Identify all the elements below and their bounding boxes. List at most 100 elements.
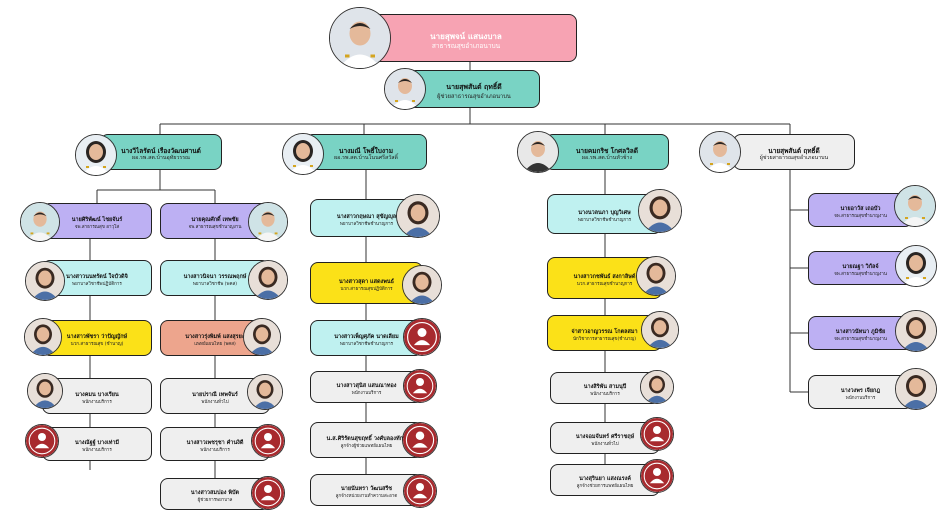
org-node-role: พยาบาลวิชาชีพชำนาญการ (339, 221, 394, 227)
person-photo (402, 265, 442, 305)
org-node-name: นางนวลนภา บุญวิเศษ (578, 209, 631, 216)
org-node-role: ผู้ช่วยสาธารณสุขอำเภอนาบน (759, 154, 829, 161)
org-node-deputy: นายสุพสันต์ ฤทธิ์ดีผู้ช่วยสาธารณสุขอำเภอ… (408, 70, 540, 108)
person-photo (638, 189, 682, 233)
org-node-role: สาธารณสุขอำเภอนาบน (431, 42, 501, 51)
org-node-name: นางวิไลรัตน์ เรืองวัฒนศานต์ (121, 146, 201, 155)
org-node-role: พยาบาลวิชาชีพ (พคส) (192, 281, 238, 287)
org-node-name: นางสาวนิจนา วรรณพฤกษ์ (183, 273, 247, 280)
org-node-role: พนักงานบริการ (200, 447, 230, 453)
person-photo (329, 7, 391, 69)
person-photo (282, 133, 324, 175)
org-node-name: นางสาวเพชรุชา คำนงิดี (186, 439, 244, 446)
org-node-role: พนักงานทั่วไป (591, 441, 619, 447)
person-placeholder-icon (251, 476, 285, 510)
org-node-name: นายนันทรา วัฒนสรีช (340, 485, 393, 492)
org-node-d1: นางนวลนภา บุญวิเศษพยาบาลวิชาชีพชำนาญการ (547, 194, 662, 234)
org-node-h3: นายคมกริช โกศลวิลดีผอ.รพ.สต.บ้านหัวช้าง (545, 134, 669, 170)
person-placeholder-icon (403, 318, 441, 356)
org-node-name: นางสาวรุ่งพิมพ์ แสงสุรยะ (185, 333, 245, 340)
org-node-name: นางมณี โพธิ์ใบงาม (339, 146, 393, 155)
person-placeholder-icon (25, 424, 59, 458)
person-photo (384, 68, 426, 110)
org-node-name: น.ส.ศิริรัตนสุขฤทธิ์ วงศ์บลองทักษ์ (326, 435, 407, 442)
org-node-role: นักวิชาการสาธารณสุข(ชำนาญ) (572, 336, 637, 342)
org-node-role: พนักงานบริการ (845, 395, 876, 401)
org-node-b5: นางสาวเพชรุชา คำนงิดีพนักงานบริการ (160, 427, 270, 461)
person-photo (75, 134, 117, 176)
org-node-name: จ่าสาวอาญวรรณ โกตลสมา (571, 328, 638, 335)
person-photo (27, 373, 63, 409)
person-placeholder-icon (640, 459, 674, 493)
org-node-b6: นางสาวสมปอง พิบัตผู้ช่วยการพยาบาล (160, 478, 270, 510)
person-placeholder-icon (403, 369, 437, 403)
org-node-role: ผอ.รพ.สต.บ้านโนนศรีสวัสดิ์ (334, 154, 398, 161)
org-node-name: นายคุณศักดิ์ เทพชัย (191, 216, 239, 223)
org-node-name: นางสาวสมปอง พิบัต (190, 489, 240, 496)
person-photo (895, 368, 937, 410)
person-photo (895, 310, 937, 352)
org-node-name: นางสาวสุดา แสดงพนธ์ (339, 278, 394, 285)
org-node-role: นวก.สาธารณสุขชำนาญการ (576, 281, 633, 287)
person-placeholder-icon (402, 422, 438, 458)
org-node-director: นายสุพจน์ แสนงบาลสาธารณสุขอำเภอนาบน (355, 14, 577, 62)
person-placeholder-icon (251, 424, 285, 458)
org-node-name: นางสาวเพ็ญศุภัค นาดเลียม (334, 333, 399, 340)
org-node-name: นางสาวสุนิส แสนณาทอง (336, 382, 397, 389)
person-photo (636, 256, 676, 296)
org-node-name: นางณัฐฐ์ บางเท่ามี (74, 439, 120, 446)
org-node-name: นายคมกริช โกศลวิลดี (575, 146, 639, 155)
org-node-name: นางสาวนัทนา ภูมิชัย (835, 328, 886, 335)
org-node-role: จพ.สาธารณสุขชำนาญงาน (834, 271, 887, 277)
org-node-role: พนักงานทั่วไป (201, 399, 229, 405)
org-node-name: นางสุรินยา แสงณรงค์ (579, 475, 631, 482)
org-node-h1: นางวิไลรัตน์ เรืองวัฒนศานต์ผอ.รพ.สต.บ้าน… (100, 134, 222, 170)
org-node-role: พนักงานบริการ (82, 399, 112, 405)
org-node-role: ผู้ช่วยสาธารณสุขอำเภอนาบน (437, 94, 511, 101)
org-node-name: นางสาวนนทรัตน์ ใจบัวดิจิ (66, 273, 128, 280)
org-node-name: นายสุพจน์ แสนงบาล (430, 31, 502, 41)
org-node-c2: นางสาวสุดา แสดงพนธ์นวก.สาธารณสุขปฏิบัติก… (310, 262, 423, 304)
org-node-name: นายสุพสันต์ ฤทธิ์ดี (446, 82, 502, 91)
person-photo (517, 131, 559, 173)
org-node-role: พยาบาลวิชาชีพชำนาญการ (577, 217, 632, 223)
org-node-name: นางสาวกฤษณา สุขัญญุล (336, 213, 397, 220)
org-node-role: จพ.สาธารณสุขชำนาญงาน (834, 213, 887, 219)
org-node-name: นางสาวพัชรา ว่าปัญญักษ์ (66, 333, 128, 340)
org-node-name: นางจอมจันทร์ ศรีราชฤษ์ (575, 433, 635, 440)
org-node-role: ลูกจ้างหน่วยงานทำความสะอาด (335, 493, 398, 499)
org-node-role: พยาบาลวิชาชีพปฏิบัติการ (72, 281, 122, 287)
person-photo (396, 194, 440, 238)
person-photo (895, 245, 937, 287)
org-node-name: นางคมน บางเรียน (75, 391, 119, 398)
org-node-name: นายอาวัส เถอบัว (840, 205, 881, 212)
org-node-d4: นางสิริพัน สามนุปีพนักงานบริการ (550, 372, 660, 404)
org-node-role: จพ.สาธารณสุขชำนาญงาน (834, 336, 887, 342)
org-node-role: พนักงานบริการ (351, 390, 382, 396)
person-placeholder-icon (403, 474, 437, 508)
person-photo (894, 185, 936, 227)
person-photo (248, 202, 288, 242)
person-photo (243, 318, 281, 356)
org-node-name: นางวงพร เจียกฎ (840, 387, 881, 394)
org-node-name: นายณฐา วิกัลจ์ (842, 263, 879, 270)
org-node-role: ลูกจ้างช่วยการแพทย์แผนไทย (576, 483, 634, 489)
org-node-a1: นายศิริพัฒน์ ไชยจันร์จพ.สาธารณสุข อาวุโส (42, 203, 152, 239)
person-photo (641, 311, 679, 349)
person-photo (20, 202, 60, 242)
org-node-role: ผอ.รพ.สต.บ้านหัวช้าง (581, 154, 633, 161)
org-node-role: พนักงานบริการ (82, 447, 112, 453)
org-node-role: จพ.สาธารณสุขชำนาญงาน (188, 224, 242, 230)
org-node-role: นวก.สาธารณสุข (ชำนาญ) (70, 341, 124, 347)
org-node-role: แพทย์แผนไทย (พคส) (194, 341, 236, 347)
org-node-a5: นางณัฐฐ์ บางเท่ามีพนักงานบริการ (42, 427, 152, 461)
person-placeholder-icon (640, 417, 674, 451)
org-node-role: ผอ.รพ.สต.บ้านอุทัยวรรณ (132, 154, 190, 161)
person-photo (699, 131, 741, 173)
org-node-name: นายปราณี เทพจันร์ (192, 391, 238, 398)
org-node-name: นางสาวกชพันธ์ สงกาลิษด์ (573, 273, 636, 280)
org-node-role: พนักงานบริการ (590, 391, 620, 397)
person-photo (24, 318, 62, 356)
org-node-role: ผู้ช่วยการพยาบาล (197, 497, 233, 503)
